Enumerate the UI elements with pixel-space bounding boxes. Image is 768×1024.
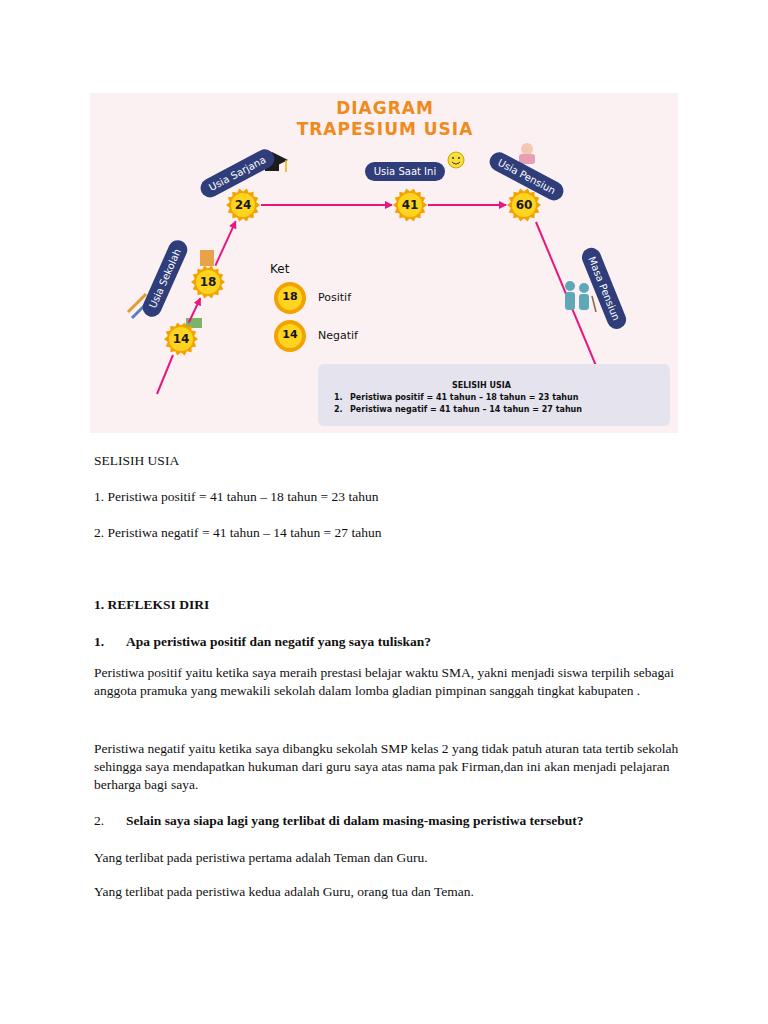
legend-text: Negatif [318, 329, 358, 342]
age-band: Usia Sarjana [197, 146, 277, 201]
age-connector [215, 221, 235, 265]
age-number: 41 [393, 188, 427, 222]
band-label: Usia Sarjana [207, 153, 267, 192]
body-line: 2. Peristiwa negatif = 41 tahun – 14 tah… [94, 524, 381, 542]
smiley-icon [448, 152, 464, 168]
diagram-title: DIAGRAM TRAPESIUM USIA [290, 98, 480, 140]
legend-number: 14 [274, 328, 306, 341]
age-line [157, 355, 173, 394]
age-badge: 18 [191, 265, 225, 299]
body-paragraph: Peristiwa negatif yaitu ketika saya diba… [94, 740, 694, 794]
age-badge: 60 [507, 188, 541, 222]
age-badge: 41 [393, 188, 427, 222]
age-number: 18 [191, 265, 225, 299]
difference-panel [318, 364, 670, 426]
section-heading: 1. REFLEKSI DIRI [94, 596, 209, 614]
age-connector [261, 204, 392, 206]
age-connector [189, 298, 201, 322]
panel-number: 2. [334, 404, 343, 415]
band-label: Masa Pensiun [586, 254, 622, 321]
section-heading: SELISIH USIA [94, 452, 179, 470]
age-number: 24 [226, 188, 260, 222]
question-text: Apa peristiwa positif dan negatif yang s… [126, 633, 431, 651]
age-band: Usia Saat Ini [365, 162, 445, 181]
question-number: 2. [94, 812, 104, 830]
age-number: 60 [507, 188, 541, 222]
question-text: Selain saya siapa lagi yang terlibat di … [126, 812, 584, 830]
diagram-background [90, 93, 678, 433]
band-label: Usia Saat Ini [374, 166, 436, 177]
age-badge: 14 [164, 322, 198, 356]
body-line: 1. Peristiwa positif = 41 tahun – 18 tah… [94, 488, 378, 506]
age-badge: 24 [226, 188, 260, 222]
panel-line: Peristiwa positif = 41 tahun – 18 tahun … [350, 392, 578, 403]
question-number: 1. [94, 633, 104, 651]
panel-line: Peristiwa negatif = 41 tahun – 14 tahun … [350, 404, 582, 415]
body-line: Yang terlibat pada peristiwa pertama ada… [94, 849, 428, 867]
age-band: Masa Pensiun [579, 245, 629, 332]
legend-heading: Ket [270, 262, 289, 276]
legend-badge [274, 282, 306, 352]
body-line: Yang terlibat pada peristiwa kedua adala… [94, 883, 474, 901]
age-number: 14 [164, 322, 198, 356]
elderly-icon [519, 143, 535, 164]
legend-text: Positif [318, 291, 351, 304]
panel-number: 1. [334, 392, 343, 403]
elderly-couple-icon [565, 281, 596, 312]
legend-number: 18 [274, 290, 306, 303]
body-paragraph: Peristiwa positif yaitu ketika saya mera… [94, 664, 694, 700]
age-connector [428, 204, 506, 206]
panel-heading: SELISIH USIA [452, 380, 511, 391]
age-band: Usia Sekolah [140, 237, 191, 320]
band-label: Usia Sekolah [147, 247, 183, 310]
